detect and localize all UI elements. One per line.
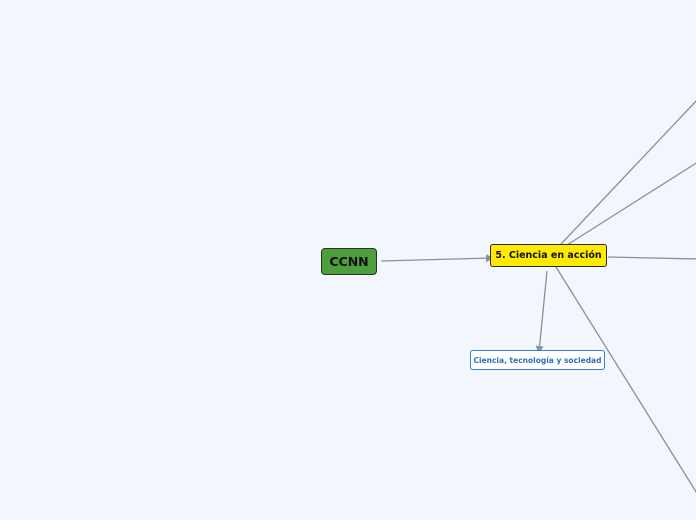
connector-root-to-topic xyxy=(380,254,494,263)
connector-topic-to-subtopic xyxy=(535,270,548,354)
root-node-ccnn[interactable]: CCNN xyxy=(321,248,377,275)
connector-topic-offscreen-4 xyxy=(555,266,696,494)
connector-topic-offscreen-3 xyxy=(607,256,696,260)
root-node-label: CCNN xyxy=(329,254,369,269)
subtopic-node-ciencia-tecnologia-sociedad[interactable]: Ciencia, tecnología y sociedad xyxy=(470,350,605,370)
connectors xyxy=(380,100,696,494)
connector-topic-offscreen-1 xyxy=(560,100,696,245)
topic-node-label: 5. Ciencia en acción xyxy=(495,250,602,261)
subtopic-node-label: Ciencia, tecnología y sociedad xyxy=(473,355,602,365)
connector-topic-offscreen-2 xyxy=(566,162,696,246)
topic-node-ciencia-en-accion[interactable]: 5. Ciencia en acción xyxy=(490,244,607,267)
